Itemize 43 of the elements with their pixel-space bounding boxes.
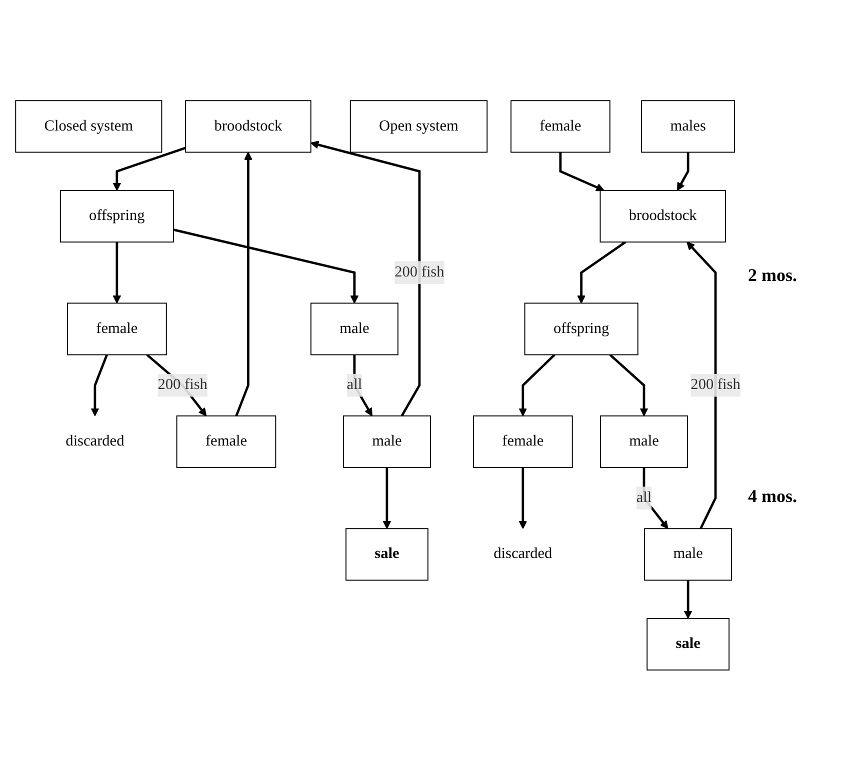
arrow [684, 580, 692, 619]
node-box: female [176, 416, 276, 468]
node-box: males [641, 100, 736, 153]
edge-label: all [346, 376, 362, 394]
node-box: female [510, 100, 610, 153]
node-box: female [472, 416, 573, 468]
arrow [310, 140, 421, 417]
node-box: male [600, 416, 688, 468]
arrow [173, 228, 359, 304]
node-text: discarded [494, 546, 552, 562]
arrow [518, 468, 528, 530]
arrow [112, 242, 122, 304]
arrow [382, 468, 392, 530]
edge-label: 200 fish [394, 264, 444, 280]
node-box: broodstock [600, 190, 726, 243]
node-box: sale [345, 528, 428, 581]
node-box: male [644, 528, 732, 581]
arrow [112, 146, 186, 191]
arrow [577, 241, 626, 304]
node-text: discarded [66, 433, 124, 450]
arrow [518, 354, 556, 416]
node-box: offspring [524, 302, 638, 356]
edge-label: 200 fish [158, 376, 208, 394]
edge-label: all [636, 490, 652, 506]
node-box: male [342, 416, 431, 468]
node-box: male [310, 302, 398, 356]
time-label: 2 mos. [748, 264, 798, 286]
node-box: female [67, 302, 167, 356]
node-box: sale [646, 618, 730, 671]
arrow [235, 152, 252, 416]
node-box: broodstock [185, 100, 312, 153]
arrow [642, 468, 668, 530]
arrow [353, 354, 372, 416]
node-box: offspring [60, 190, 174, 243]
arrow [676, 152, 690, 191]
edge-label: 200 fish [690, 376, 740, 394]
arrow [559, 152, 604, 192]
arrow [90, 354, 108, 416]
node-box: Closed system [15, 100, 162, 153]
arrow [609, 354, 648, 416]
time-label: 4 mos. [748, 486, 798, 506]
node-box: Open system [350, 100, 488, 153]
arrow [686, 242, 717, 530]
